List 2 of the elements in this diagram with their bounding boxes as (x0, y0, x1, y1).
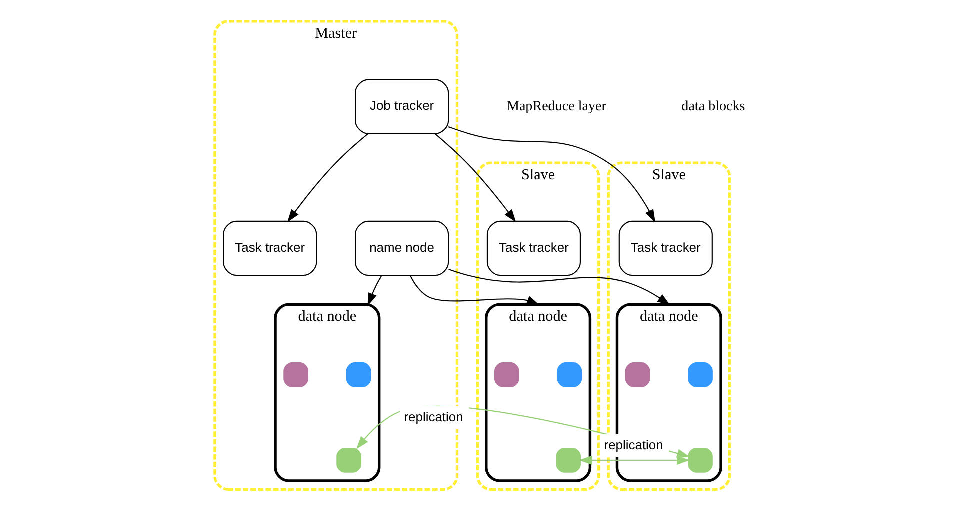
label: MapReduce layer (506, 98, 606, 114)
label: data blocks (682, 98, 746, 114)
